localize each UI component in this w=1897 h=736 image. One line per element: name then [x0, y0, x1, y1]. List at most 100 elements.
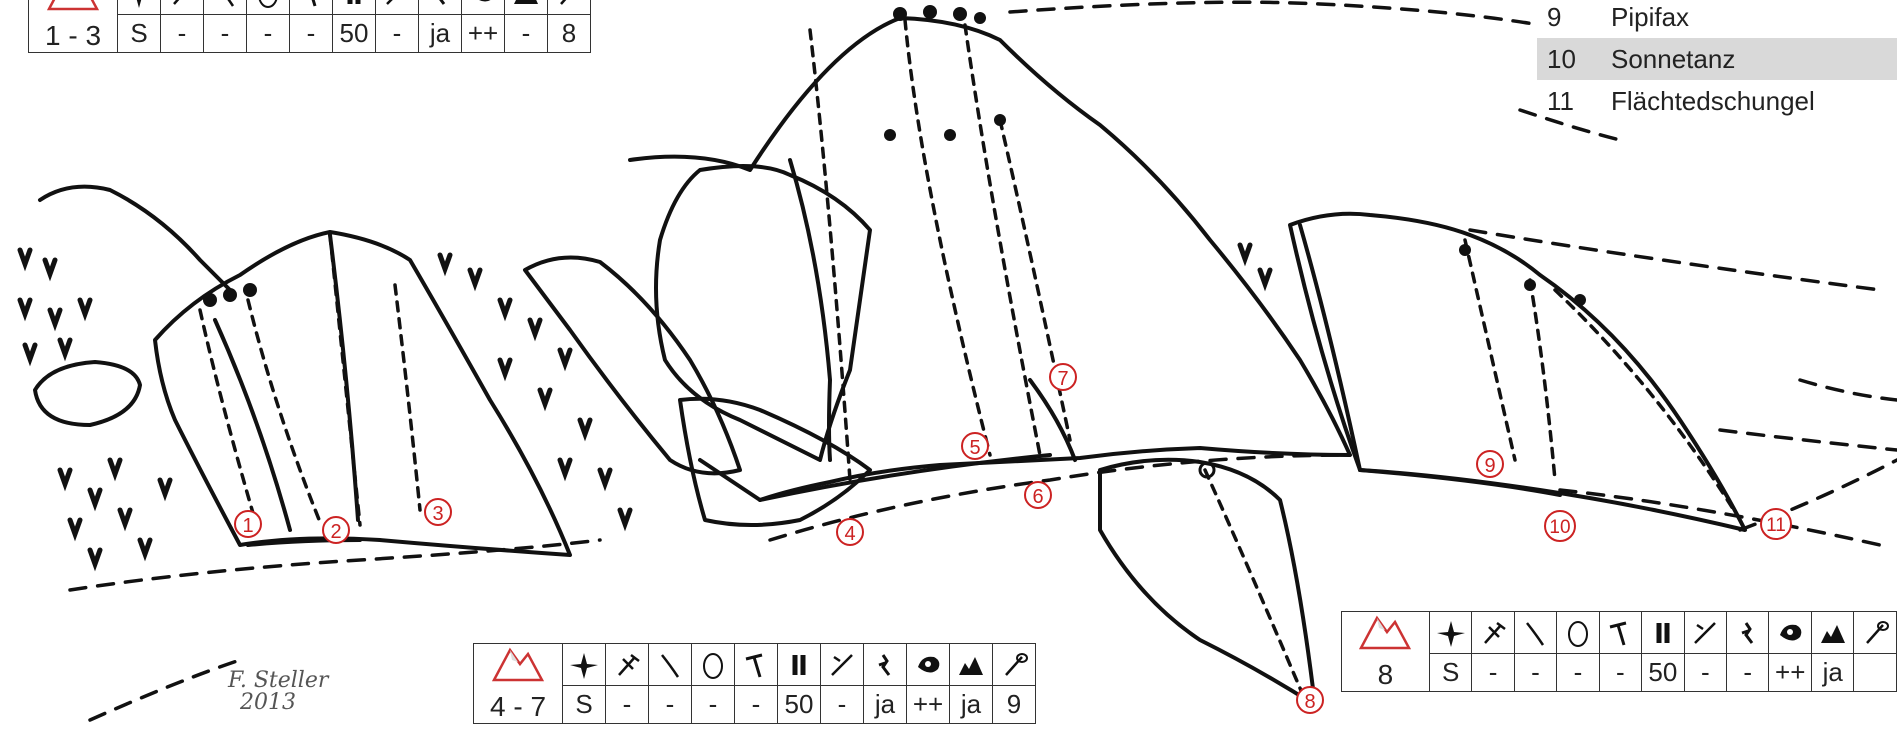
- route-lines: [200, 20, 1740, 700]
- rock-tower-8: [1100, 460, 1315, 705]
- route-marker[interactable]: 2: [322, 516, 350, 544]
- route-marker[interactable]: 4: [836, 518, 864, 546]
- route-marker[interactable]: 9: [1476, 450, 1504, 478]
- carabiner-icon: [993, 644, 1036, 686]
- value-cell: -: [649, 686, 692, 724]
- route-legend: 9 Pipifax 10 Sonnetanz 11 Flächtedschung…: [1537, 0, 1897, 122]
- value-cell: -: [376, 15, 419, 53]
- sector-cell: 1 - 3: [29, 0, 118, 53]
- value-cell: 50: [333, 15, 376, 53]
- value-cell: -: [1557, 654, 1599, 692]
- grip-icon: [1769, 612, 1812, 654]
- route-marker[interactable]: 8: [1296, 686, 1324, 714]
- value-cell: ++: [1769, 654, 1812, 692]
- value-cell: -: [161, 15, 204, 53]
- hammer-icon: [821, 644, 864, 686]
- value-cell: ++: [907, 686, 950, 724]
- value-cell: -: [1514, 654, 1556, 692]
- rock-outlines: [35, 18, 1745, 705]
- signature-name: F. Steller: [228, 670, 328, 692]
- terrain-icon: [1811, 612, 1853, 654]
- grip-icon: [907, 644, 950, 686]
- value-cell: 50: [1642, 654, 1684, 692]
- value-cell: [1854, 654, 1897, 692]
- ice-axe-icon: [290, 0, 333, 15]
- route-marker[interactable]: 7: [1049, 363, 1077, 391]
- quickdraw-icon: [333, 0, 376, 15]
- value-cell: S: [563, 686, 606, 724]
- value-cell: -: [505, 15, 548, 53]
- value-cell: -: [692, 686, 735, 724]
- route-row-11[interactable]: 11 Flächtedschungel: [1537, 80, 1897, 122]
- terrain-icon: [950, 644, 993, 686]
- mountain-icon: [1355, 612, 1415, 652]
- value-cell: ja: [1811, 654, 1853, 692]
- ice-axe-icon: [735, 644, 778, 686]
- value-cell: -: [1599, 654, 1641, 692]
- sling-icon: [1557, 612, 1599, 654]
- value-cell: 8: [548, 15, 591, 53]
- value-cell: ja: [950, 686, 993, 724]
- route-marker[interactable]: 1: [234, 510, 262, 538]
- sector-cell: 4 - 7: [474, 644, 563, 724]
- sector-label: 1 - 3: [29, 20, 117, 52]
- value-cell: ++: [462, 15, 505, 53]
- rope-icon: [1514, 612, 1556, 654]
- value-cell: S: [1429, 654, 1471, 692]
- route-number: 9: [1547, 2, 1611, 33]
- drill-icon: [1472, 612, 1514, 654]
- hammer-icon: [1684, 612, 1726, 654]
- value-cell: ja: [864, 686, 907, 724]
- quickdraw-icon: [778, 644, 821, 686]
- value-cell: -: [821, 686, 864, 724]
- drill-icon: [606, 644, 649, 686]
- value-cell: -: [1684, 654, 1726, 692]
- route-marker[interactable]: 11: [1760, 508, 1792, 540]
- route-name: Pipifax: [1611, 2, 1689, 33]
- value-cell: -: [1472, 654, 1514, 692]
- signature-year: 2013: [228, 692, 328, 714]
- hammer-icon: [376, 0, 419, 15]
- route-number: 10: [1547, 44, 1611, 75]
- value-cell: 50: [778, 686, 821, 724]
- mountain-icon: [488, 644, 548, 684]
- climber-icon: [419, 0, 462, 15]
- value-cell: -: [290, 15, 333, 53]
- mountain-icon: [43, 0, 103, 13]
- route-row-10[interactable]: 10 Sonnetanz: [1537, 38, 1897, 80]
- route-marker[interactable]: 6: [1024, 481, 1052, 509]
- route-name: Flächtedschungel: [1611, 86, 1815, 117]
- terrain-icon: [505, 0, 548, 15]
- route-marker[interactable]: 5: [961, 432, 989, 460]
- sector-cell: 8: [1342, 612, 1430, 692]
- rock-1-3: [155, 232, 570, 555]
- rock-middle-slab: [525, 258, 740, 474]
- compass-icon: [563, 644, 606, 686]
- ice-axe-icon: [1599, 612, 1641, 654]
- climber-icon: [864, 644, 907, 686]
- drill-icon: [161, 0, 204, 15]
- carabiner-icon: [548, 0, 591, 15]
- compass-icon: [118, 0, 161, 15]
- compass-icon: [1429, 612, 1471, 654]
- sling-icon: [247, 0, 290, 15]
- climber-icon: [1727, 612, 1769, 654]
- quickdraw-icon: [1642, 612, 1684, 654]
- rock-lower-block: [680, 399, 870, 525]
- signature: F. Steller 2013: [228, 670, 328, 714]
- route-marker[interactable]: 3: [424, 498, 452, 526]
- left-oval-rock: [35, 362, 140, 425]
- value-cell: -: [1727, 654, 1769, 692]
- value-cell: -: [735, 686, 778, 724]
- value-cell: S: [118, 15, 161, 53]
- rope-icon: [649, 644, 692, 686]
- route-name: Sonnetanz: [1611, 44, 1735, 75]
- route-number: 11: [1547, 86, 1611, 117]
- route-row-9[interactable]: 9 Pipifax: [1537, 0, 1897, 38]
- grip-icon: [462, 0, 505, 15]
- route-marker[interactable]: 10: [1544, 510, 1576, 542]
- value-cell: ja: [419, 15, 462, 53]
